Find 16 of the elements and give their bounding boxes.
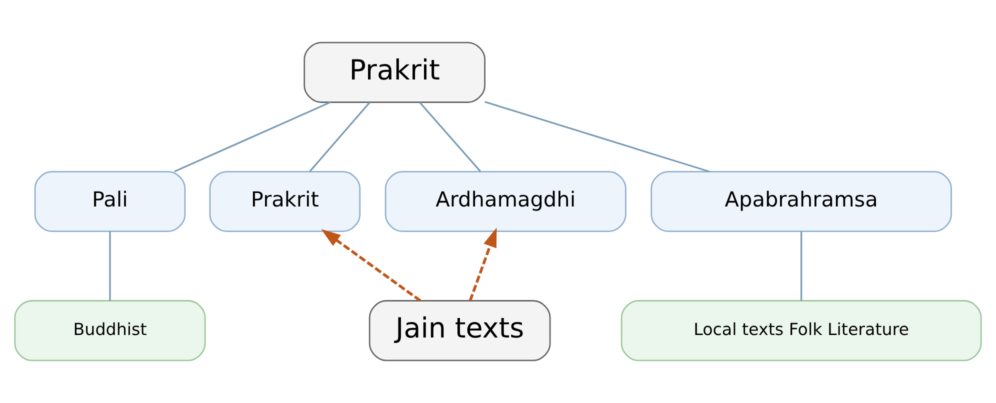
connector (309, 102, 370, 172)
node-box: Apabrahramsa (650, 170, 952, 232)
connector (800, 232, 802, 301)
connector (109, 232, 111, 301)
node-box: Pali (34, 170, 186, 232)
node-box: Prakrit (304, 42, 486, 103)
connector (174, 102, 331, 172)
arrow (321, 229, 422, 302)
node-box: Jain texts (368, 300, 551, 362)
connector (419, 102, 482, 172)
connector (484, 101, 710, 172)
node-box: Buddhist (14, 300, 206, 362)
node-box: Prakrit (209, 170, 361, 232)
arrow (468, 228, 497, 302)
node-box: Ardhamagdhi (384, 170, 626, 232)
node-box: Local texts Folk Literature (620, 300, 982, 362)
